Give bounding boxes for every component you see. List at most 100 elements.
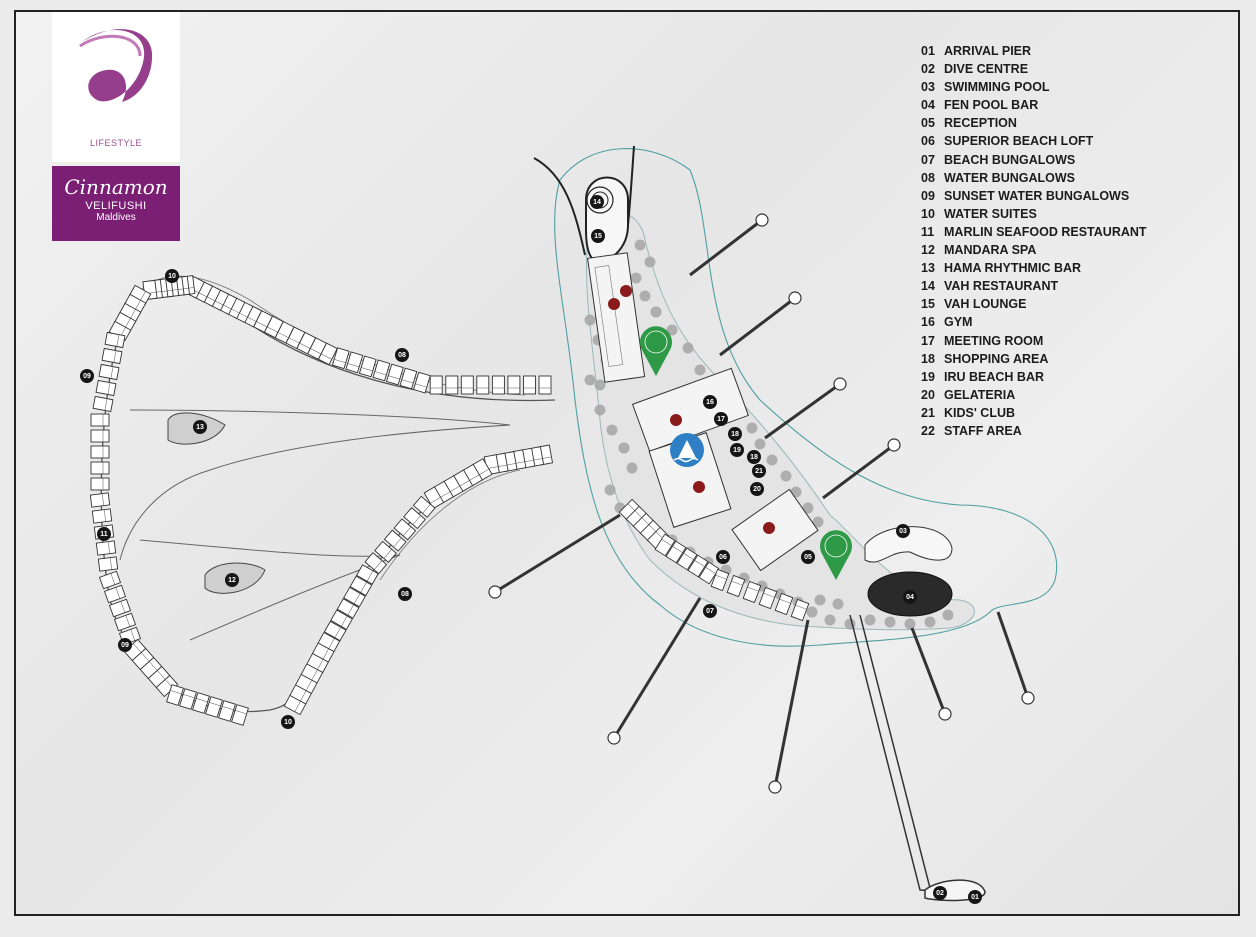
assembly-point-pin-north	[640, 326, 672, 376]
vah-restaurant-building	[533, 145, 635, 264]
villa	[491, 375, 505, 395]
svg-text:08: 08	[398, 352, 406, 359]
tree	[594, 404, 606, 416]
map-marker-01: 01	[968, 890, 982, 904]
villa	[92, 395, 114, 413]
svg-text:19: 19	[733, 447, 741, 454]
tree	[942, 609, 954, 621]
svg-text:10: 10	[168, 273, 176, 280]
svg-text:13: 13	[196, 424, 204, 431]
cinnamon-logo: Cinnamon VELIFUSHI Maldives	[52, 166, 180, 241]
map-marker-19: 19	[730, 443, 744, 457]
tree	[806, 606, 818, 618]
tree	[604, 484, 616, 496]
svg-text:12: 12	[228, 577, 236, 584]
tree	[904, 618, 916, 630]
villa	[95, 540, 117, 556]
water-villa-loop	[89, 275, 556, 726]
tree	[584, 314, 596, 326]
villa	[90, 477, 110, 491]
tree	[780, 470, 792, 482]
villa	[523, 375, 536, 395]
resort-location: Maldives	[96, 212, 136, 223]
map-marker-16: 16	[703, 395, 717, 409]
villa	[109, 598, 131, 618]
map-marker-18: 18	[728, 427, 742, 441]
tree	[606, 424, 618, 436]
map-marker-09: 09	[118, 638, 132, 652]
svg-text:18: 18	[750, 454, 758, 461]
swimming-icon	[670, 433, 704, 467]
villa	[101, 347, 123, 365]
jetties	[488, 213, 1035, 902]
svg-text:15: 15	[594, 233, 602, 240]
villa	[98, 363, 120, 381]
tree	[639, 290, 651, 302]
tree	[924, 616, 936, 628]
tree	[802, 502, 814, 514]
svg-text:04: 04	[906, 594, 914, 601]
map-marker-04: 04	[903, 590, 917, 604]
villa	[99, 570, 121, 590]
map-marker-10: 10	[281, 715, 295, 729]
map-marker-21: 21	[752, 464, 766, 478]
assembly-point-pin-south	[819, 530, 852, 580]
map-marker-09: 09	[80, 369, 94, 383]
tree	[618, 442, 630, 454]
tree	[666, 324, 678, 336]
villa	[91, 508, 113, 524]
resort-name: VELIFUSHI	[85, 200, 147, 212]
tree	[630, 272, 642, 284]
tree	[594, 379, 606, 391]
svg-text:14: 14	[593, 199, 601, 206]
tree	[832, 598, 844, 610]
villa	[90, 461, 110, 475]
tree	[754, 438, 766, 450]
map-marker-05: 05	[801, 550, 815, 564]
tree	[584, 374, 596, 386]
brush-stroke-icon	[79, 29, 153, 102]
tree	[650, 306, 662, 318]
map-marker-15: 15	[591, 229, 605, 243]
svg-text:03: 03	[899, 528, 907, 535]
svg-text:17: 17	[717, 416, 725, 423]
villa	[90, 445, 110, 459]
map-marker-20: 20	[750, 482, 764, 496]
svg-text:08: 08	[401, 591, 409, 598]
villa	[97, 556, 119, 572]
tree	[824, 614, 836, 626]
villa	[445, 375, 459, 395]
svg-text:10: 10	[284, 719, 292, 726]
villa	[114, 612, 136, 632]
villa	[507, 375, 521, 395]
map-marker-12: 12	[225, 573, 239, 587]
tree	[884, 616, 896, 628]
lifestyle-logo: LIFESTYLE	[52, 12, 180, 162]
map-marker-11: 11	[97, 527, 111, 541]
tree	[694, 364, 706, 376]
tree	[746, 422, 758, 434]
svg-text:11: 11	[100, 531, 108, 538]
tree	[644, 256, 656, 268]
villa	[95, 379, 117, 397]
tree	[682, 342, 694, 354]
villa	[90, 429, 110, 443]
